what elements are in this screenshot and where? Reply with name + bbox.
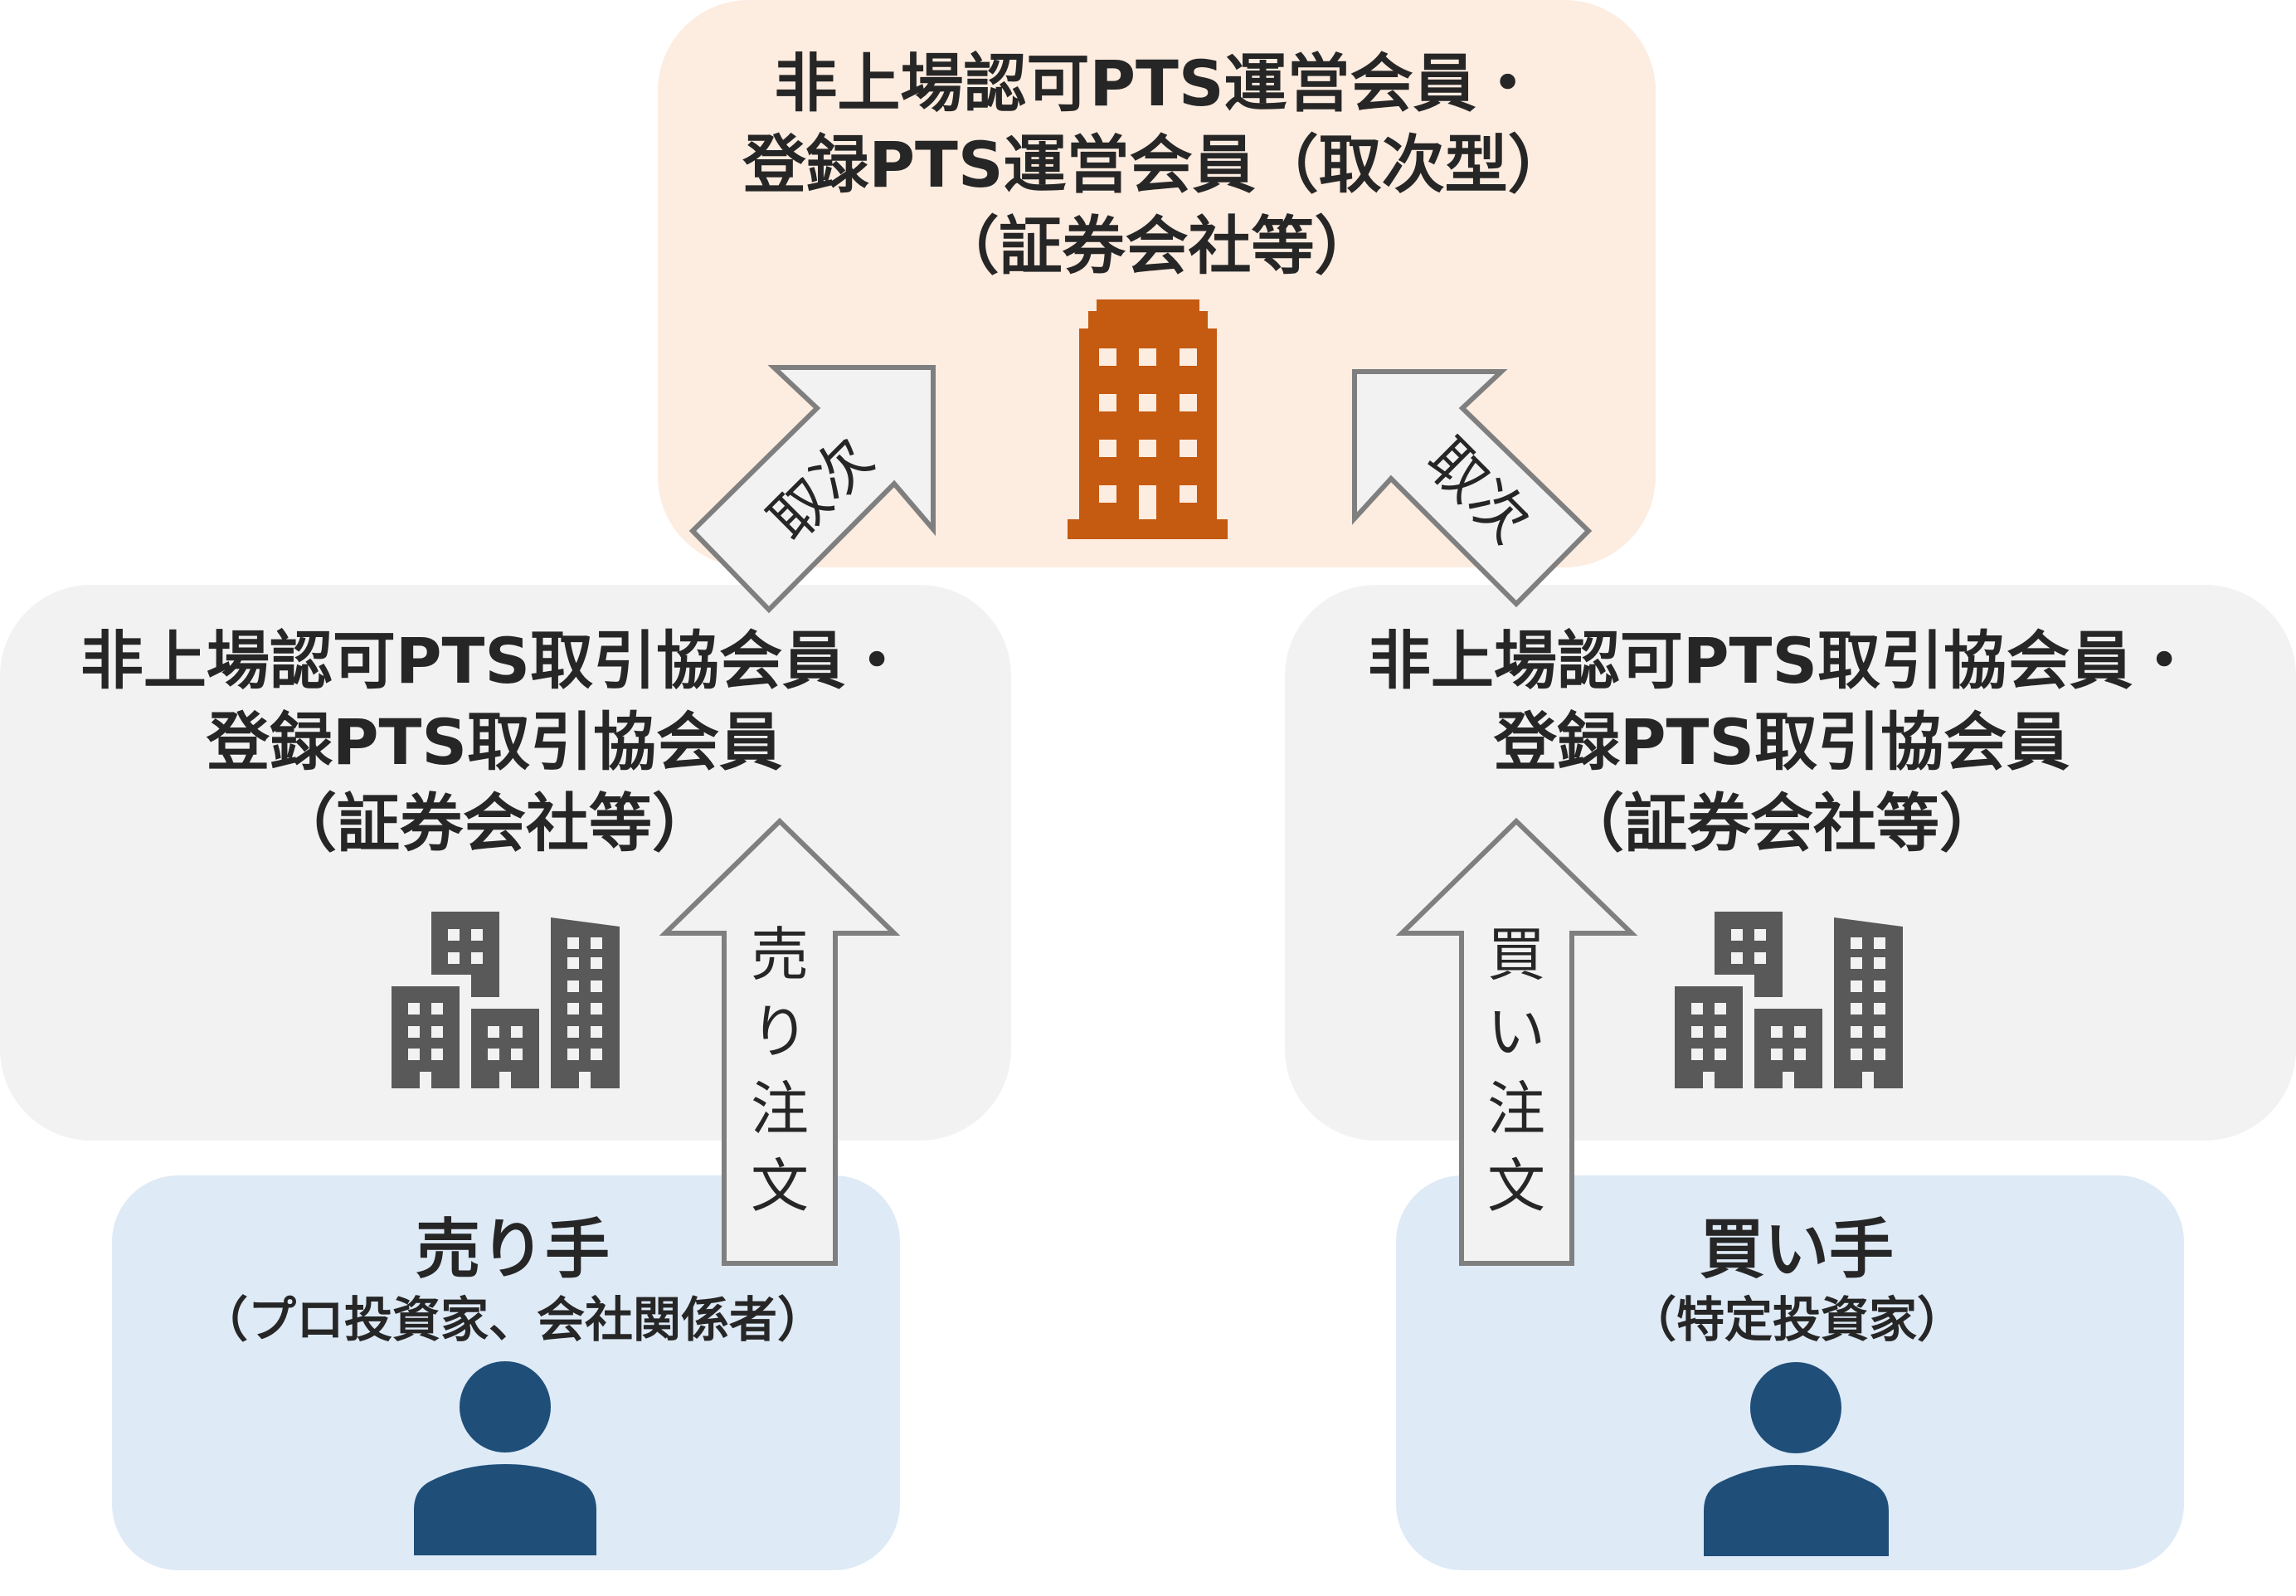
seller-title: 売り手 （プロ投資家、会社関係者） (112, 1209, 913, 1349)
buildings-icon (392, 912, 620, 1088)
office-tower-icon (1068, 299, 1228, 539)
buy-order-char-1: 買 (1487, 921, 1545, 989)
member-right-title-line-1: 非上場認可PTS取引協会員・ (1367, 624, 2196, 698)
buyer-title: 買い手 （特定投資家） (1396, 1209, 2197, 1349)
buy-order-char-3: 注 (1487, 1075, 1545, 1143)
sell-order-char-2: り (751, 998, 809, 1066)
relay-arrow-right: 取次 (1352, 369, 1593, 608)
buy-order-char-4: 文 (1487, 1152, 1545, 1220)
sell-order-arrow: 売 り 注 文 (659, 817, 901, 1266)
seller-subtitle: （プロ投資家、会社関係者） (199, 1292, 825, 1348)
person-icon (414, 1361, 596, 1555)
member-left-title-line-3: （証券会社等） (274, 786, 715, 860)
member-left-title-line-1: 非上場認可PTS取引協会員・ (80, 624, 909, 698)
operator-title-line-2: 登録PTS運営会員（取次型） (742, 128, 1571, 202)
buyer-role: 買い手 (1699, 1213, 1894, 1287)
person-icon (1704, 1362, 1889, 1556)
trading-member-title-left: 非上場認可PTS取引協会員・ 登録PTS取引協会員 （証券会社等） (0, 620, 989, 864)
member-right-title-line-2: 登録PTS取引協会員 (1493, 705, 2070, 779)
buyer-subtitle: （特定投資家） (1627, 1292, 1965, 1348)
buildings-icon (1675, 912, 1903, 1088)
member-left-title-line-2: 登録PTS取引協会員 (206, 705, 783, 779)
operator-title-line-3: （証券会社等） (936, 209, 1378, 283)
trading-member-title-right: 非上場認可PTS取引協会員・ 登録PTS取引協会員 （証券会社等） (1285, 620, 2279, 864)
operator-member-title: 非上場認可PTS運営会員・ 登録PTS運営会員（取次型） （証券会社等） (658, 43, 1656, 287)
sell-order-char-1: 売 (751, 921, 809, 989)
sell-order-char-3: 注 (751, 1075, 809, 1143)
member-right-title-line-3: （証券会社等） (1561, 786, 2002, 860)
sell-order-char-4: 文 (751, 1152, 809, 1220)
relay-arrow-left: 取次 (688, 365, 936, 614)
seller-role: 売り手 (415, 1213, 610, 1287)
buy-order-char-2: い (1487, 998, 1545, 1066)
operator-title-line-1: 非上場認可PTS運営会員・ (774, 46, 1540, 120)
buy-order-arrow: 買 い 注 文 (1395, 817, 1638, 1266)
